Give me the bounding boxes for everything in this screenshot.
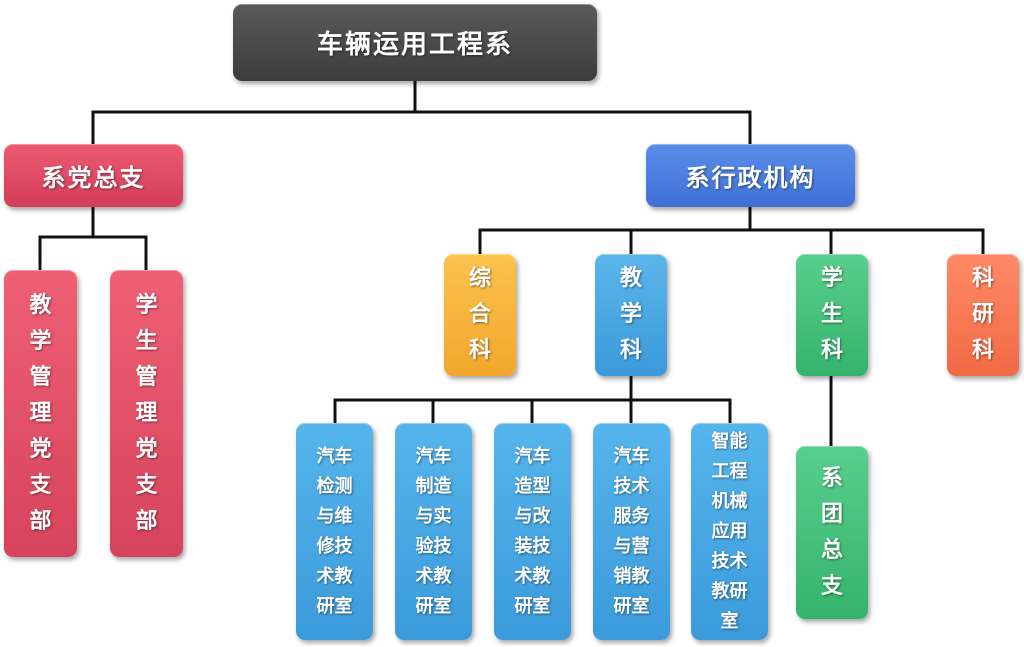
general-office-node: 综合科: [444, 254, 516, 376]
student-party-branch-node: 学生管理党支部: [110, 270, 183, 557]
admin-label: 系行政机构: [685, 164, 816, 192]
teaching-party-branch-node: 教学管理党支部: [4, 270, 77, 557]
youth-league-branch-node: 系团总支: [796, 446, 868, 619]
student-office-node: 学生科: [796, 254, 868, 376]
section-auto-manufacturing-node: 汽车制造与实验技术教研室: [395, 423, 472, 640]
section-auto-styling-node: 汽车造型与改装技术教研室: [494, 423, 571, 640]
node-label: 智能工程机械应用技术教研室: [711, 430, 748, 632]
party-branch-node: 系党总支: [4, 144, 183, 207]
section-auto-inspection-node: 汽车检测与维修技术教研室: [296, 423, 373, 640]
node-label: 学生科: [820, 266, 843, 363]
node-label: 系团总支: [820, 465, 843, 599]
node-label: 汽车技术服务与营销教研室: [613, 445, 650, 617]
node-label: 汽车检测与维修技术教研室: [316, 445, 353, 617]
node-label: 综合科: [468, 266, 491, 363]
node-label: 教学管理党支部: [29, 292, 52, 534]
research-office-node: 科研科: [947, 254, 1019, 376]
node-label: 汽车造型与改装技术教研室: [514, 445, 551, 617]
root-label: 车辆运用工程系: [316, 30, 513, 60]
admin-node: 系行政机构: [646, 144, 855, 207]
root-node: 车辆运用工程系: [233, 4, 597, 81]
teaching-office-node: 教学科: [595, 254, 667, 376]
party-branch-label: 系党总支: [41, 164, 146, 192]
section-intelligent-machinery-node: 智能工程机械应用技术教研室: [691, 423, 768, 640]
section-auto-service-node: 汽车技术服务与营销教研室: [593, 423, 670, 640]
node-label: 学生管理党支部: [135, 292, 158, 534]
node-label: 教学科: [619, 266, 642, 363]
node-label: 科研科: [971, 266, 994, 363]
node-label: 汽车制造与实验技术教研室: [415, 445, 452, 617]
